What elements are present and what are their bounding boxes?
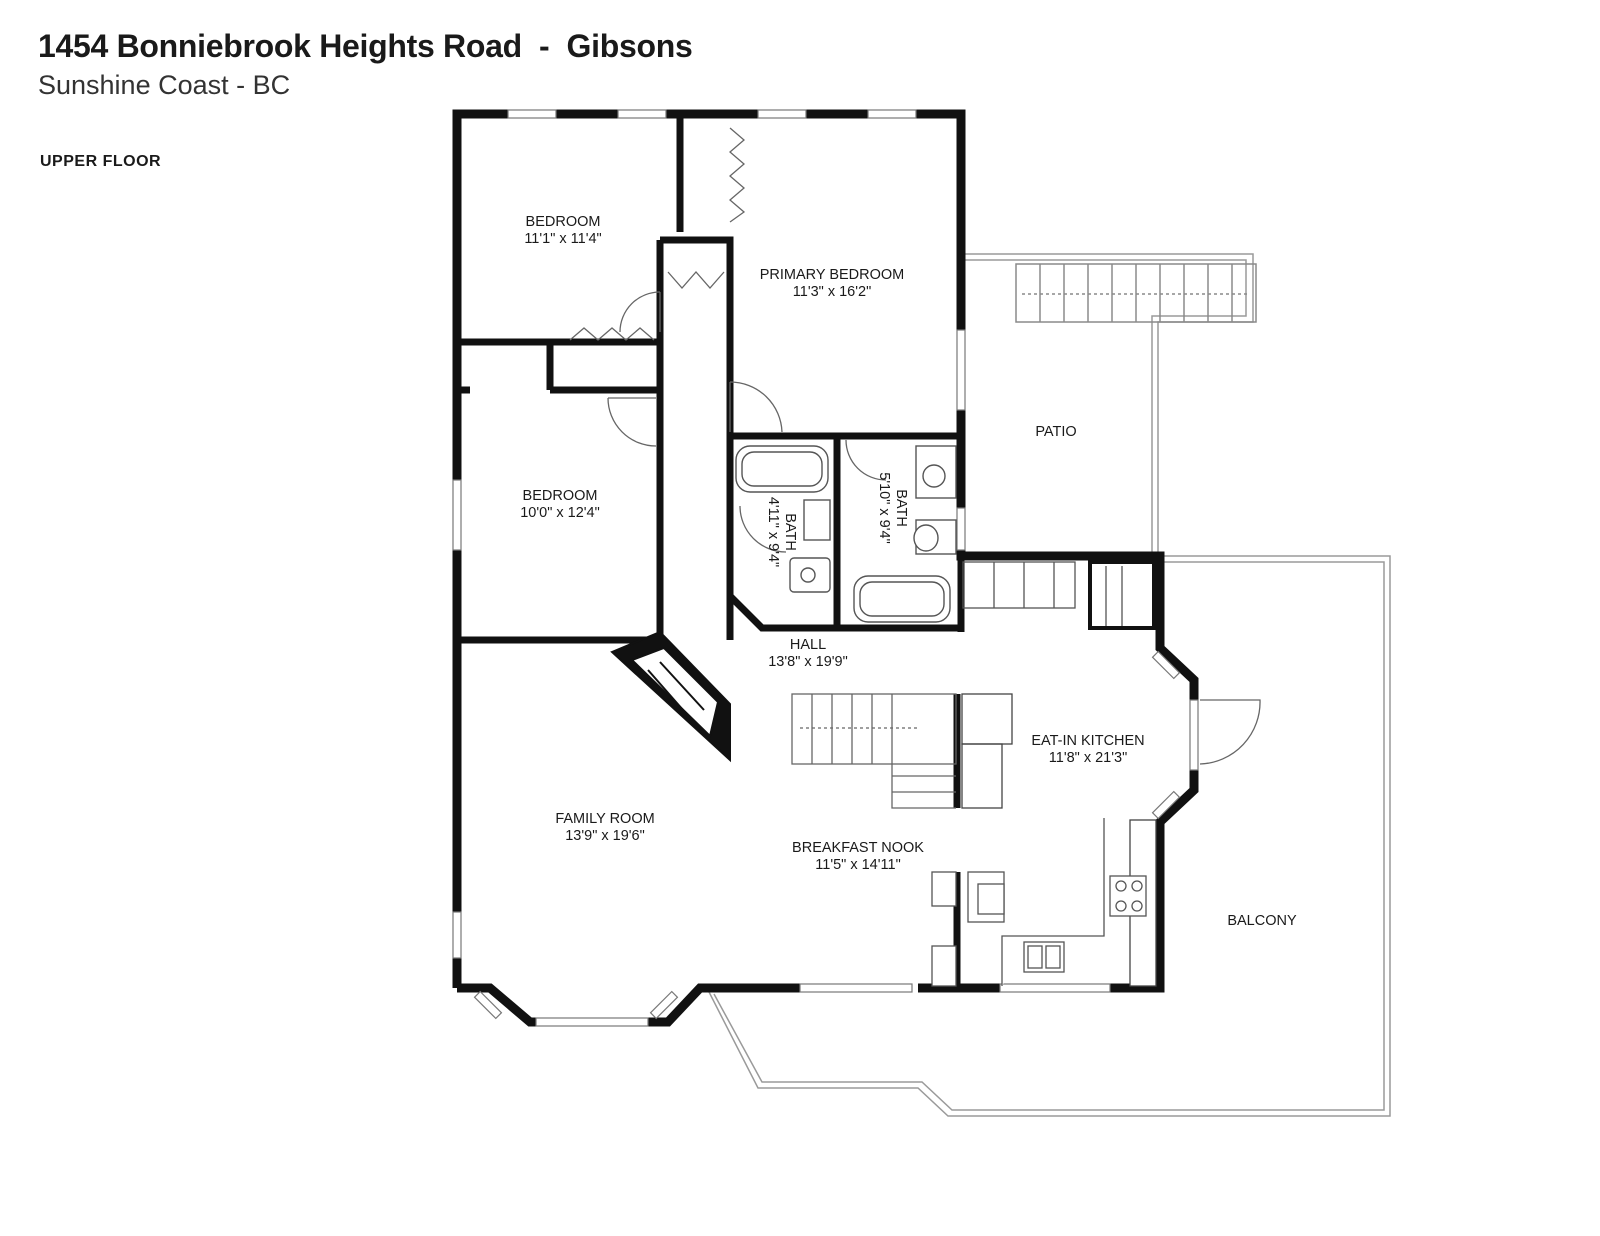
windows [452,109,1199,1027]
room-name-patio: PATIO [1035,424,1076,440]
page-subtitle: Sunshine Coast - BC [38,70,291,100]
room-dims-bedroom-2: 10'0" x 12'4" [520,505,600,521]
room-name-family-room: FAMILY ROOM [555,811,654,827]
room-name-balcony: BALCONY [1227,913,1297,929]
closet-doors [569,127,746,341]
main-stairs [791,693,1013,809]
room-name-hall: HALL [790,637,826,653]
page-title: 1454 Bonniebrook Heights Road - Gibsons [38,28,693,64]
kitchen-stairs [962,560,1156,630]
room-dims-family-room: 13'9" x 19'6" [565,828,645,844]
room-name-bath-1: BATH [782,513,798,551]
room-name-eat-in-kitchen: EAT-IN KITCHEN [1031,733,1144,749]
room-dims-bedroom-1: 11'1" x 11'4" [524,231,601,247]
room-dims-primary-bedroom: 11'3" x 16'2" [793,284,871,300]
room-dims-bath-1: 4'11" x 9'4" [765,497,781,567]
room-dims-eat-in-kitchen: 11'8" x 21'3" [1049,750,1127,766]
room-dims-breakfast-nook: 11'5" x 14'11" [815,857,900,873]
bath-fixtures [735,445,957,623]
swing-doors [607,291,1261,765]
room-dims-bath-2: 5'10" x 9'4" [876,472,892,543]
room-name-bedroom-2: BEDROOM [523,488,598,504]
room-dims-hall: 13'8" x 19'9" [768,654,848,670]
patio-stairs [1015,263,1257,323]
kitchen-counters [931,818,1157,987]
room-name-bath-2: BATH [893,489,909,527]
room-labels: BEDROOM 11'1" x 11'4" PRIMARY BEDROOM 11… [520,214,1297,929]
floor-label: UPPER FLOOR [40,153,162,170]
room-name-breakfast-nook: BREAKFAST NOOK [792,840,924,856]
room-name-bedroom-1: BEDROOM [526,214,601,230]
fireplace [630,646,720,738]
room-name-primary-bedroom: PRIMARY BEDROOM [760,267,905,283]
